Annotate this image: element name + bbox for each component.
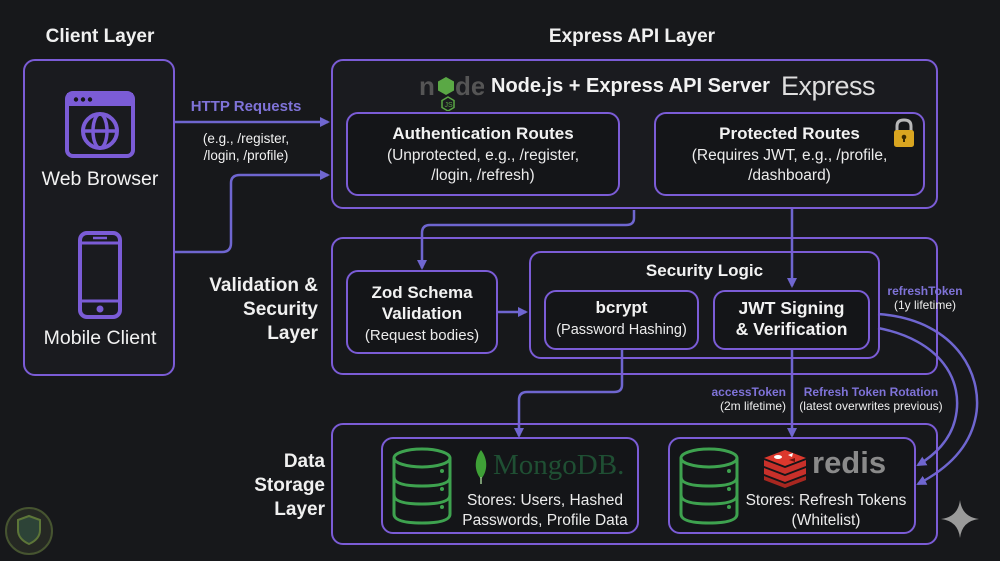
zod-validation-sub: (Request bodies) <box>364 327 480 344</box>
redis-description: Stores: Refresh Tokens (Whitelist) <box>745 492 907 529</box>
storage-layer-title: Data Storage Layer <box>254 451 325 520</box>
refresh-token-label: refreshToken (1y lifetime) <box>887 284 963 312</box>
browser-globe-icon <box>65 91 135 163</box>
bcrypt-sub: (Password Hashing) <box>556 322 687 338</box>
access-token-label: accessToken (2m lifetime) <box>711 385 787 413</box>
mongodb-database-icon <box>391 447 453 530</box>
lock-icon <box>892 118 916 153</box>
zod-validation-title: Zod Schema Validation <box>371 283 473 323</box>
express-logo: Express <box>781 71 876 101</box>
svg-text:de: de <box>455 71 484 101</box>
bcrypt-box: bcrypt (Password Hashing) <box>544 290 699 350</box>
svg-text:JS: JS <box>445 102 454 109</box>
arrow-bcrypt-to-mongodb <box>514 348 624 438</box>
validation-layer-title: Validation & Security Layer <box>209 275 318 344</box>
mongodb-box: MongoDB. Stores: Users, Hashed Passwords… <box>381 437 639 534</box>
web-browser-label: Web Browser <box>41 168 159 190</box>
client-layer-title: Client Layer <box>45 26 155 47</box>
mongodb-logo: MongoDB. <box>493 449 625 481</box>
watermark-shield-logo <box>4 506 54 561</box>
nodejs-logo: n de JS <box>419 71 485 112</box>
redis-box: redis Stores: Refresh Tokens (Whitelist) <box>668 437 916 534</box>
protected-routes-detail: (Requires JWT, e.g., /profile, /dashboar… <box>691 147 888 184</box>
token-rotation-label: Refresh Token Rotation (latest overwrite… <box>799 385 943 413</box>
mobile-phone-icon <box>78 231 122 324</box>
authentication-routes-box: Authentication Routes (Unprotected, e.g.… <box>346 112 620 196</box>
sparkle-icon <box>940 499 980 544</box>
svg-text:n: n <box>419 71 435 101</box>
auth-routes-detail: (Unprotected, e.g., /register, /login, /… <box>386 147 580 184</box>
redis-database-icon <box>678 447 740 530</box>
http-requests-detail: (e.g., /register, /login, /profile) <box>202 131 290 163</box>
security-logic-title: Security Logic <box>645 261 764 280</box>
protected-routes-box: Protected Routes (Requires JWT, e.g., /p… <box>654 112 925 196</box>
security-logic-box: Security Logic bcrypt (Password Hashing)… <box>529 251 880 359</box>
arrow-auth-to-zod <box>417 210 636 270</box>
mongodb-leaf-icon <box>473 449 489 490</box>
express-layer-title: Express API Layer <box>548 26 716 47</box>
http-requests-label: HTTP Requests <box>190 98 302 115</box>
arrow-mobile-to-server <box>175 170 330 254</box>
storage-layer-box <box>331 423 938 545</box>
mobile-client-label: Mobile Client <box>43 327 157 349</box>
redis-logo: redis <box>812 445 887 480</box>
server-title: Node.js + Express API Server <box>491 75 770 97</box>
arrow-refresh-token <box>877 312 979 486</box>
zod-validation-box: Zod Schema Validation (Request bodies) <box>346 270 498 354</box>
mongodb-description: Stores: Users, Hashed Passwords, Profile… <box>462 492 628 529</box>
client-layer-box: Web Browser Mobile Client <box>23 59 175 376</box>
bcrypt-title: bcrypt <box>595 298 648 317</box>
validation-layer-box <box>331 237 938 375</box>
express-server-box: n de JS Node.js + Express API Server Exp… <box>331 59 938 209</box>
jwt-title: JWT Signing & Verification <box>735 298 848 339</box>
protected-routes-title: Protected Routes <box>719 124 860 143</box>
redis-cube-icon <box>762 448 808 493</box>
jwt-box: JWT Signing & Verification <box>713 290 870 350</box>
auth-routes-title: Authentication Routes <box>392 124 574 143</box>
